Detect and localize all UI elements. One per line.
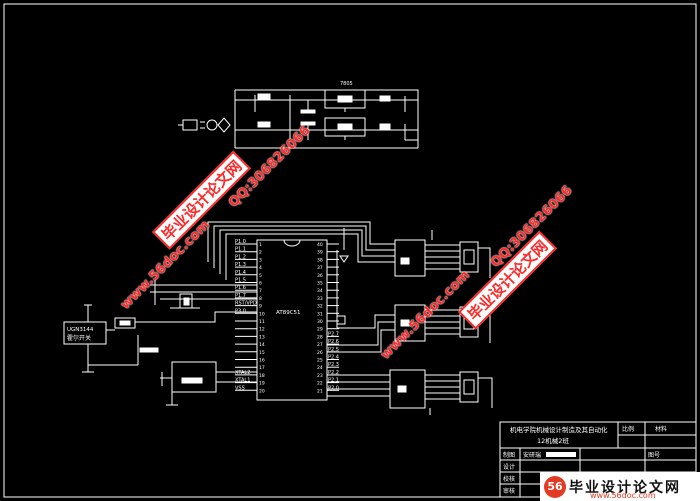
mcu-right-pin-number: 30: [317, 319, 323, 325]
title-subtitle: 12机械2班: [537, 436, 569, 445]
mcu-right-pin-number: 35: [317, 281, 323, 287]
footer-logo-badge: 56: [544, 475, 566, 498]
mcu-left-pin-number: 1: [259, 242, 262, 248]
mcu-right-pin-label: P2.4: [328, 355, 339, 361]
mcu-right-pin-number: 21: [317, 388, 323, 394]
mcu-left-pin-label: P1.0: [235, 239, 246, 245]
mcu-left-pin-label: XTAL1: [235, 378, 250, 384]
mcu-left-pin-number: 20: [259, 388, 265, 394]
mcu-left-pin-label: P1.4: [235, 270, 246, 276]
mcu-left-pin-number: 6: [259, 281, 262, 287]
mcu-right-pin-number: 24: [317, 365, 323, 371]
mcu-left-pin-label: P1.3: [235, 262, 246, 268]
sensor-model: UGN3144: [67, 327, 94, 333]
mcu-left-pin-number: 15: [259, 350, 265, 356]
wiring-bus: [207, 221, 395, 397]
mcu-right-pin-number: 40: [317, 242, 323, 248]
mcu-left-pin-number: 13: [259, 334, 265, 340]
mcu-left-pin-number: 8: [259, 296, 262, 302]
mcu-right-pin-label: P2.6: [328, 339, 339, 345]
footer-logo: 56 毕业设计论文网 www.56doc.com: [540, 472, 700, 501]
mcu-right-pin-number: 28: [317, 334, 323, 340]
mcu-left-pin-number: 9: [259, 304, 262, 310]
title-sheet-label: 图号: [648, 452, 660, 459]
crystal-circuit: [160, 361, 257, 406]
mcu-left-pin-number: 5: [259, 273, 262, 279]
mcu-left-pin-number: 2: [259, 250, 262, 256]
mcu-right-pin-label: P2.5: [328, 347, 339, 353]
mcu-left-pin-label: VSS: [235, 385, 245, 391]
mcu-right-pin-number: 27: [317, 342, 323, 348]
sensor-label: 霍尔开关: [67, 334, 91, 342]
mcu-right-pin-number: 22: [317, 381, 323, 387]
mcu-right-pin-number: 32: [317, 304, 323, 310]
title-drawn-date: [546, 452, 576, 457]
mcu-name: AT89C51: [276, 310, 301, 316]
mcu-right-pin-number: 23: [317, 373, 323, 379]
title-material-label: 材料: [655, 425, 667, 433]
mcu-right-pin-number: 39: [317, 250, 323, 256]
mcu-right-pin-number: 33: [317, 296, 323, 302]
drawing-border: [3, 3, 697, 498]
title-check-label: 校核: [503, 475, 515, 483]
mcu-right-pins: 40393837363534333231302928P2.727P2.626P2…: [317, 242, 339, 394]
mcu-left-pin-label: P1.1: [235, 247, 246, 253]
mcu-right-pin-number: 31: [317, 311, 323, 317]
title-project: 机电学院机械设计制造及其自动化: [510, 425, 608, 434]
mcu-left-pin-label: XTAL2: [235, 370, 250, 376]
mcu-chip: [256, 239, 328, 401]
mcu-left-pin-label: P3.0: [235, 308, 246, 314]
mcu-right-pin-label: P2.3: [328, 362, 339, 368]
mcu-left-pin-number: 17: [259, 365, 265, 371]
mcu-left-pin-label: P1.5: [235, 278, 246, 284]
mcu-left-pin-number: 10: [259, 311, 265, 317]
mcu-left-pin-label: P1.6: [235, 285, 246, 291]
mcu-left-pin-label: P1.7: [235, 293, 246, 299]
title-drawn-name: 安研瑞: [523, 451, 541, 459]
mcu-left-pin-number: 3: [259, 257, 262, 263]
mcu-left-pins: 1 P1.0 2 P1.1 3 P1.2 4 P1.3 5 P1.4 6 P1.5 7 P1.6 8 P1.7…: [235, 239, 265, 394]
title-design-label: 设计: [503, 463, 515, 471]
mcu-right-pin-number: 34: [317, 288, 323, 294]
power-supply-section: [178, 89, 419, 149]
mcu-left-pin-number: 4: [259, 265, 262, 271]
display-unit-3: [389, 369, 493, 415]
mcu-left-pin-number: 12: [259, 327, 265, 333]
mcu-left-pin-label: RST/VPD: [235, 301, 257, 307]
mcu-right-pin-label: P2.1: [328, 378, 339, 384]
mcu-right-pin-label: P2.0: [328, 385, 339, 391]
title-scale-label: 比例: [622, 425, 634, 433]
mcu-right-pin-number: 37: [317, 265, 323, 271]
mcu-left-pin-label: P1.2: [235, 254, 246, 260]
mcu-right-pin-number: 36: [317, 273, 323, 279]
mcu-right-pin-number: 25: [317, 358, 323, 364]
mcu-left-pin-number: 18: [259, 373, 265, 379]
title-drawn-label: 制图: [503, 451, 515, 459]
mcu-right-pin-number: 38: [317, 257, 323, 263]
mcu-left-pin-number: 7: [259, 288, 262, 294]
footer-logo-text: 毕业设计论文网: [569, 479, 681, 496]
mcu-left-pin-number: 16: [259, 358, 265, 364]
title-review-label: 审核: [503, 487, 515, 495]
mcu-right-pin-number: 29: [317, 327, 323, 333]
footer-logo-url: www.56doc.com: [590, 491, 656, 500]
mcu-left-pin-number: 19: [259, 381, 265, 387]
mcu-right-pin-number: 26: [317, 350, 323, 356]
reset-circuit: [150, 280, 257, 309]
display-unit-1: [394, 230, 491, 278]
mcu-left-pin-number: 14: [259, 342, 265, 348]
mcu-right-pin-label: P2.2: [328, 370, 339, 376]
regulator-label: 7805: [340, 81, 353, 87]
mcu-right-pin-label: P2.7: [328, 331, 339, 337]
hall-sensor-circuit: [63, 304, 257, 373]
mcu-left-pin-number: 11: [259, 319, 265, 325]
